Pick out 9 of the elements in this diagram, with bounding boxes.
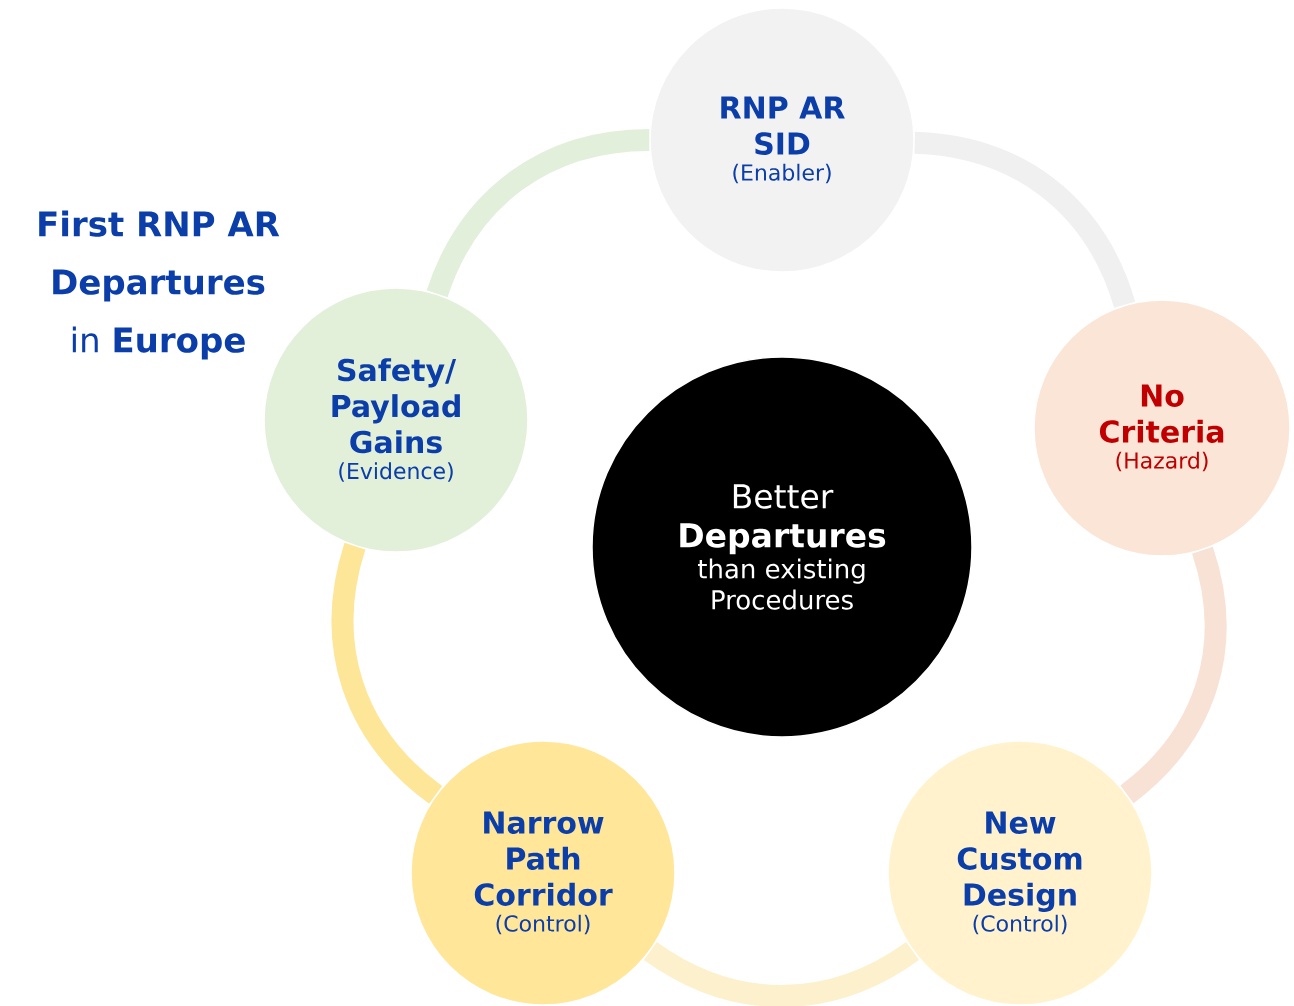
ring-arc (1120, 547, 1227, 803)
circle-node: Narrow Path Corridor (Control) (410, 740, 676, 1006)
circle-node: No Criteria (Hazard) (1033, 299, 1291, 557)
circle-node: RNP AR SID (Enabler) (649, 7, 915, 273)
ring-arc (913, 131, 1136, 309)
ring-arc (426, 128, 650, 298)
ring-arc (331, 543, 443, 804)
ring-arc (644, 941, 919, 1006)
circle-node: New Custom Design (Control) (887, 740, 1153, 1006)
